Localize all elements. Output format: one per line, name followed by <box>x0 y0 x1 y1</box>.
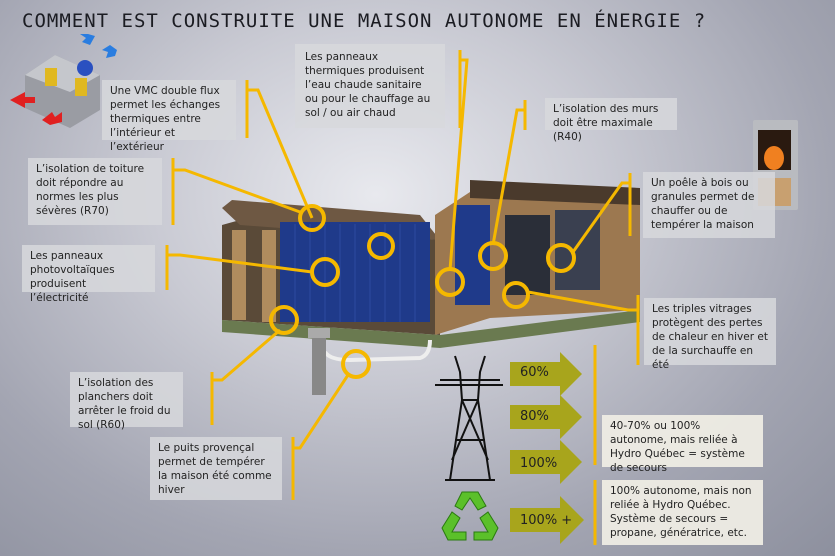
off-grid-note: 100% autonome, mais non reliée à Hydro Q… <box>602 480 763 545</box>
canadian-well-icon <box>308 328 432 395</box>
callout-triple-glazing: Les triples vitrages protègent des perte… <box>644 298 776 371</box>
arrow-80: 80% <box>510 396 582 440</box>
callout-stove: Un poêle à bois ou granules permet de ch… <box>643 172 775 238</box>
highlight-rings <box>269 204 576 379</box>
arrow-label: 100% <box>520 456 558 471</box>
callout-canadian-well: Le puits provençal permet de tempérer la… <box>150 437 282 500</box>
callout-floor-insulation: L’isolation des planchers doit arrêter l… <box>70 372 183 431</box>
callout-photovoltaic: Les panneaux photovoltaïques produisent … <box>22 245 155 304</box>
callout-vmc: Une VMC double flux permet les échanges … <box>102 80 236 153</box>
callout-leaders <box>165 50 640 545</box>
callout-roof-insulation: L’isolation de toiture doit répondre au … <box>28 158 162 225</box>
callout-thermal-panels: Les panneaux thermiques produisent l’eau… <box>295 44 445 128</box>
arrow-100-plus: 100% + <box>510 500 582 544</box>
recycle-icon <box>441 491 499 541</box>
power-pylon-icon <box>435 355 503 481</box>
callout-wall-insulation: L’isolation des murs doit être maximale … <box>545 98 677 143</box>
grid-connected-note: 40-70% ou 100% autonome, mais reliée à H… <box>602 415 763 474</box>
autonomy-arrows <box>510 352 584 544</box>
page-title: COMMENT EST CONSTRUITE UNE MAISON AUTONO… <box>22 10 707 32</box>
vmc-unit-icon <box>10 34 117 128</box>
arrow-label: 100% + <box>520 513 573 528</box>
arrow-label: 80% <box>520 409 549 424</box>
arrow-100: 100% <box>510 443 582 487</box>
arrow-label: 60% <box>520 365 549 380</box>
arrow-60: 60% <box>510 352 582 396</box>
